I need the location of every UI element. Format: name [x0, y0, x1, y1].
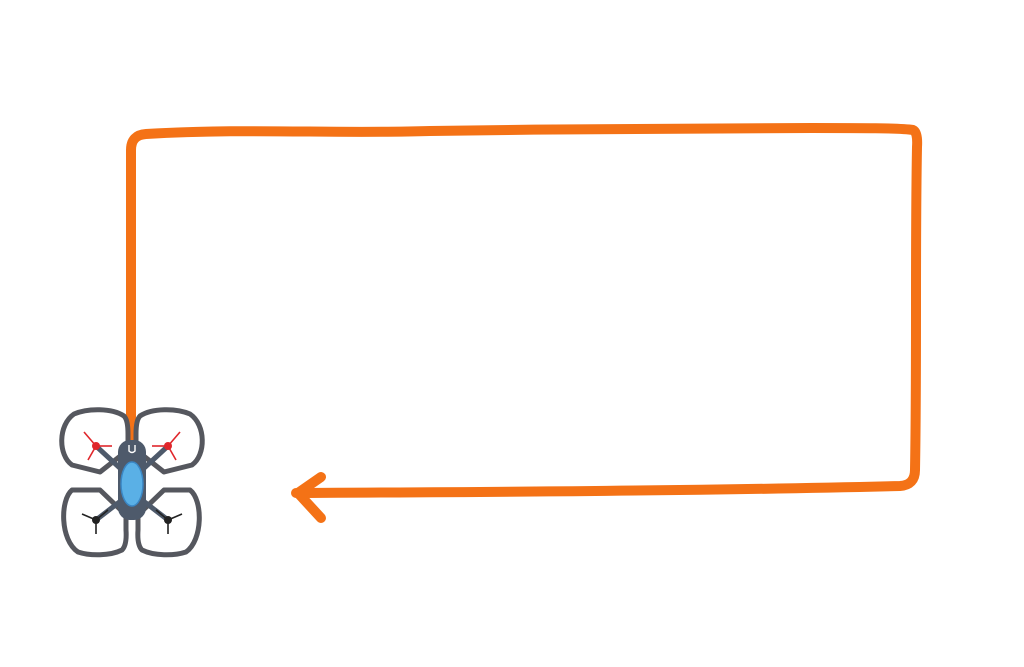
flight-path: [126, 123, 923, 523]
drone-nose-marker: [128, 445, 136, 454]
rear-right-rotor: [155, 509, 183, 534]
flight-path-line: [126, 123, 923, 498]
drone-frame: [59, 407, 205, 558]
quadcopter-drone-icon: [59, 407, 205, 558]
front-right-rotor: [152, 431, 181, 461]
front-left-rotor: [83, 431, 112, 461]
rear-left-rotor: [81, 509, 109, 534]
drone-canopy: [120, 461, 144, 507]
arrowhead-icon: [293, 472, 326, 523]
